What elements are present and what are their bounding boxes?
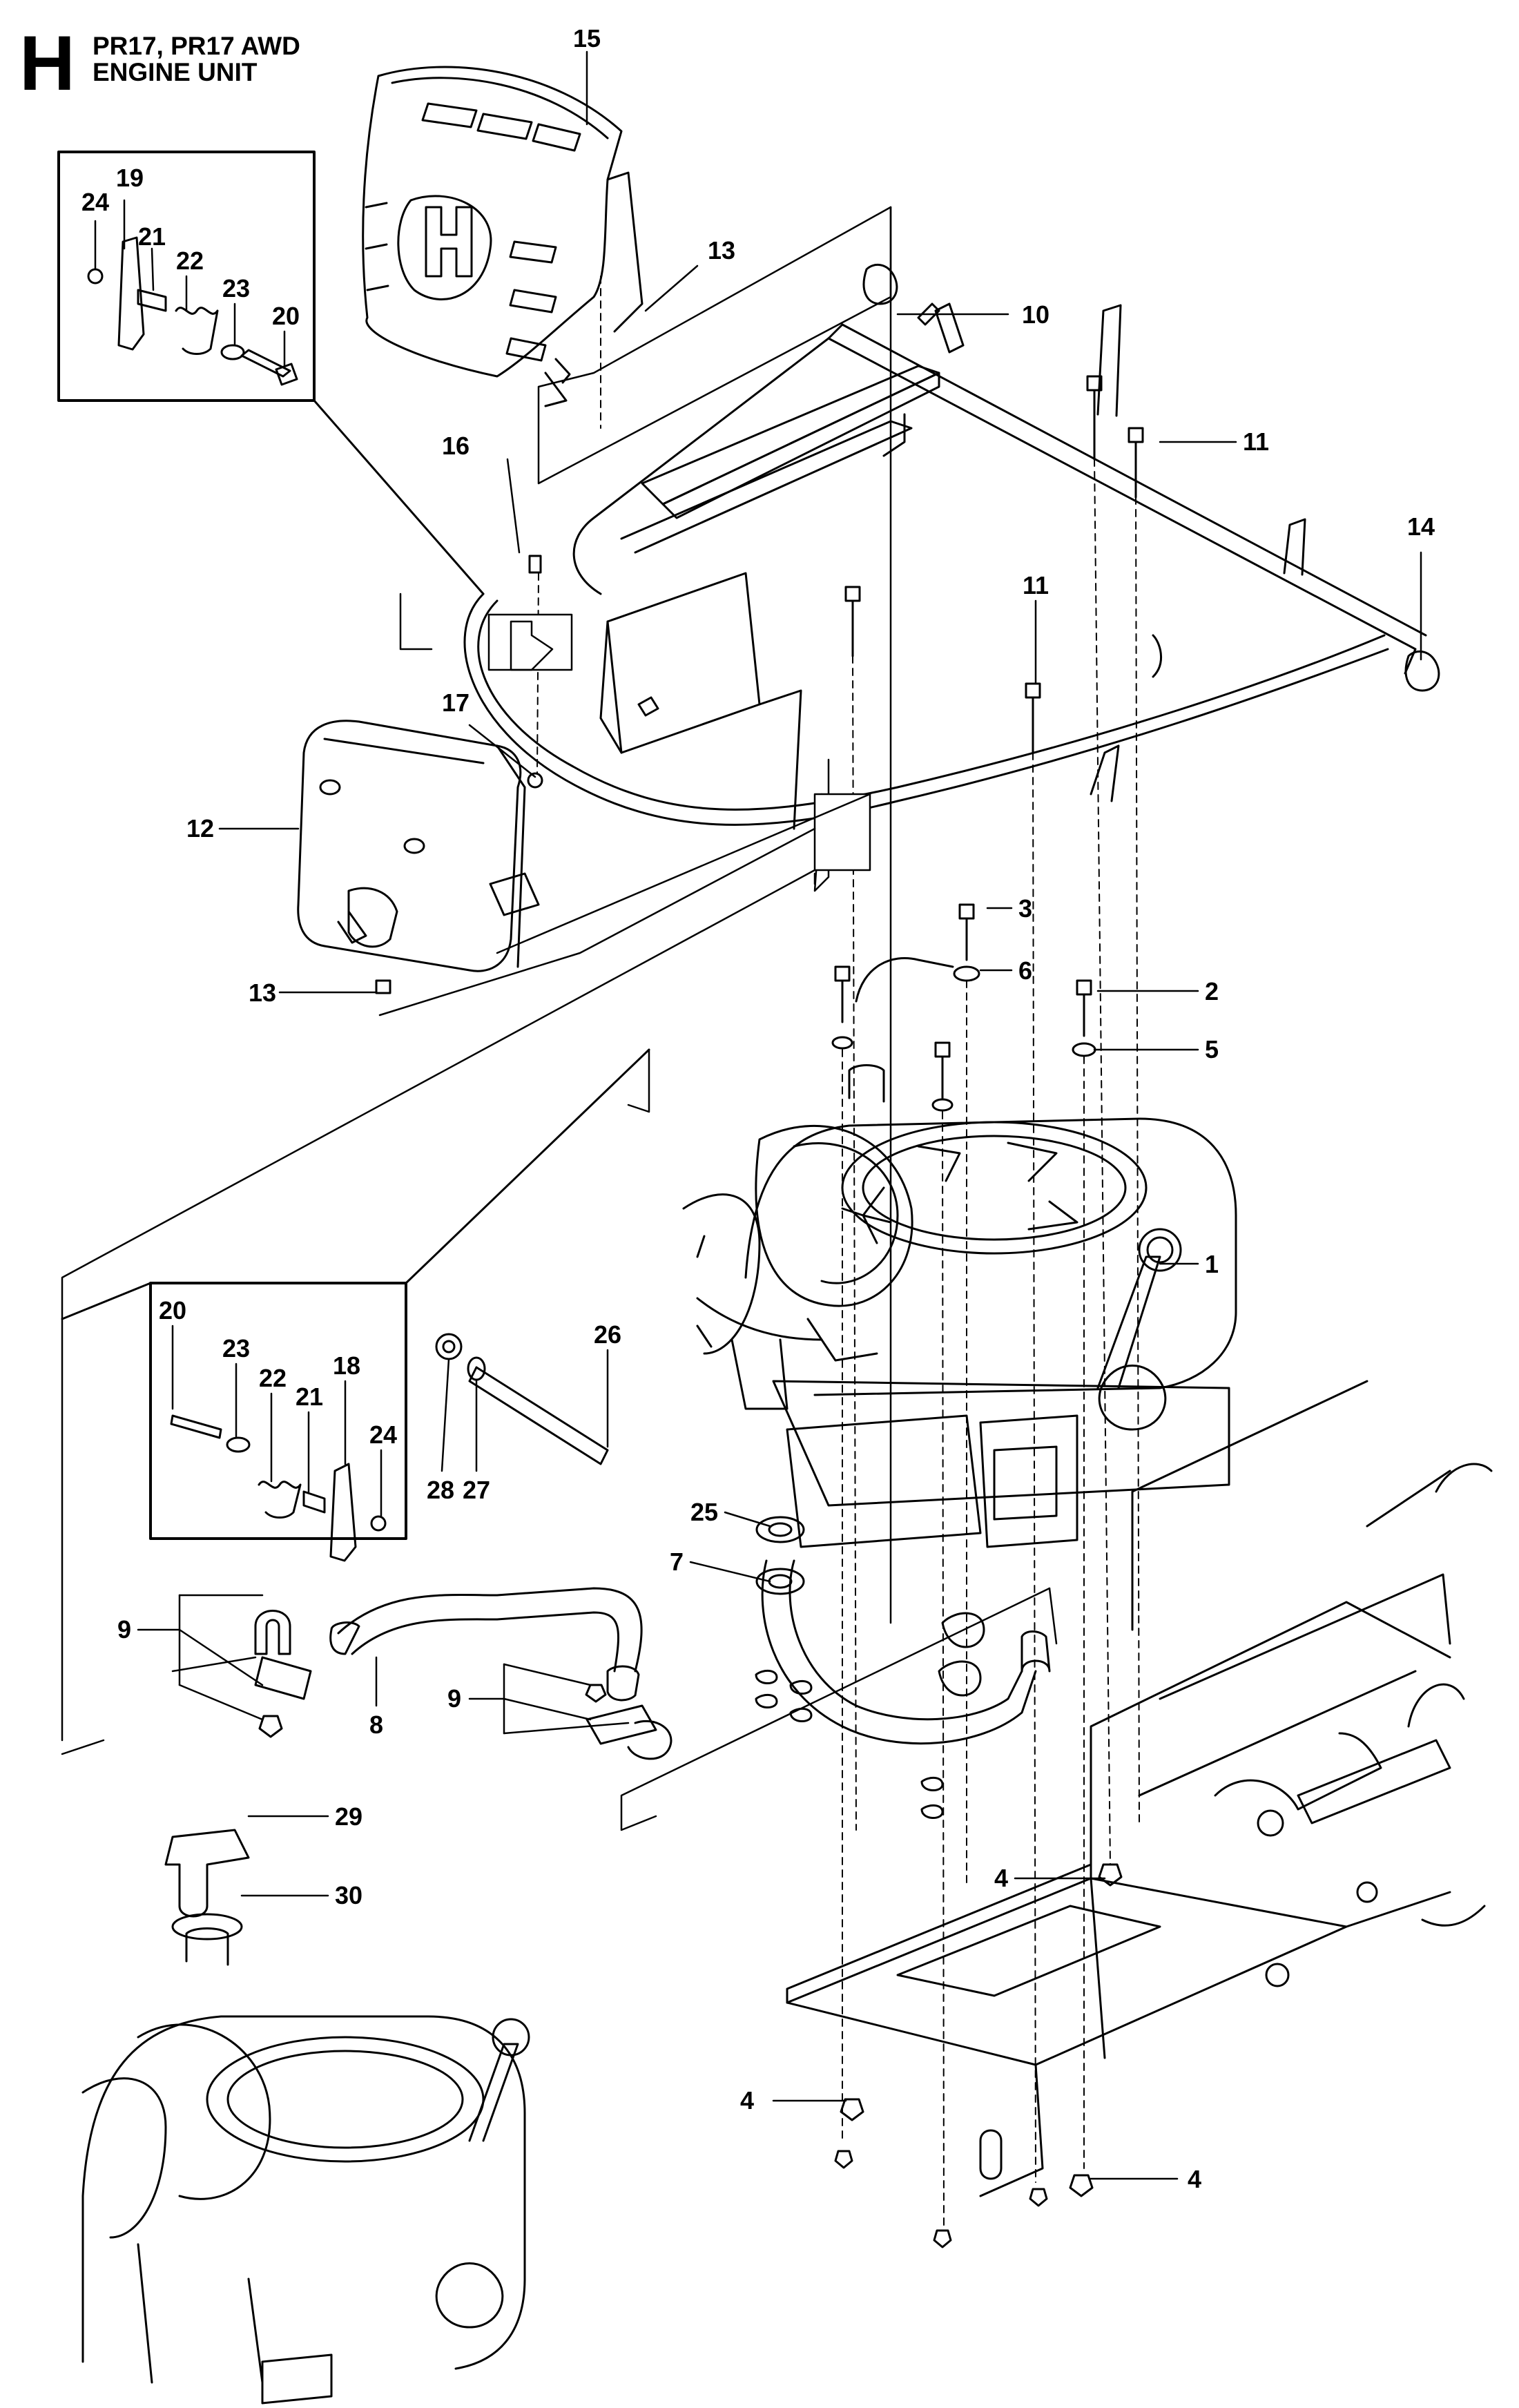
callout-20a: 20 <box>272 302 300 330</box>
chassis <box>786 1380 1493 2197</box>
callout-2: 2 <box>1205 977 1219 1005</box>
callout-30: 30 <box>335 1881 362 1909</box>
callout-22a: 22 <box>176 247 204 275</box>
callout-27: 27 <box>463 1476 490 1504</box>
callout-21a: 21 <box>138 222 166 251</box>
callout-4c: 4 <box>1188 2165 1201 2193</box>
dipstick-tube <box>435 1333 609 1465</box>
callout-28: 28 <box>427 1476 454 1504</box>
callout-4b: 4 <box>740 2086 754 2115</box>
callout-20b: 20 <box>159 1296 186 1325</box>
callout-21b: 21 <box>296 1383 323 1411</box>
callout-19: 19 <box>116 164 144 192</box>
callout-9b: 9 <box>447 1684 461 1713</box>
callout-25: 25 <box>690 1498 718 1526</box>
callout-13a: 13 <box>708 236 735 264</box>
unit-title: ENGINE UNIT <box>93 58 258 86</box>
callout-6: 6 <box>1018 956 1032 985</box>
callout-1: 1 <box>1205 1250 1219 1278</box>
callout-3: 3 <box>1018 894 1032 923</box>
section-letter: H <box>19 20 75 106</box>
callout-26: 26 <box>594 1320 621 1349</box>
callout-16: 16 <box>442 432 470 460</box>
callout-8: 8 <box>369 1711 383 1739</box>
callout-24b: 24 <box>369 1420 397 1449</box>
rear-frame <box>463 302 1440 830</box>
callout-11b: 11 <box>1023 571 1049 599</box>
callout-7: 7 <box>670 1548 684 1576</box>
callout-18: 18 <box>333 1351 360 1380</box>
callout-numbers: 15 19 24 21 22 23 20 13 10 11 14 16 11 1… <box>81 24 1435 2193</box>
hood-cover <box>362 66 644 407</box>
inset-box-top <box>57 151 485 595</box>
engine-assembly <box>682 1064 1237 1548</box>
inset-box-bottom <box>61 1048 650 1562</box>
callout-12: 12 <box>186 814 214 842</box>
hose-clamp-left <box>254 1610 312 1738</box>
model-title: PR17, PR17 AWD <box>93 32 300 60</box>
muffler <box>297 720 540 972</box>
callout-11a: 11 <box>1243 427 1269 456</box>
callout-24a: 24 <box>81 188 109 216</box>
callout-14: 14 <box>1407 512 1435 541</box>
callout-23b: 23 <box>222 1334 250 1362</box>
alignment-lines <box>536 276 1140 2231</box>
callout-22b: 22 <box>259 1364 287 1392</box>
engine-small <box>81 1829 530 2405</box>
callout-10: 10 <box>1022 300 1049 329</box>
callout-17: 17 <box>442 688 470 717</box>
callout-29: 29 <box>335 1802 362 1831</box>
leader-lines <box>94 50 1422 2180</box>
callout-9a: 9 <box>117 1615 131 1644</box>
callout-4a: 4 <box>994 1864 1008 1892</box>
construction-lines <box>61 206 1058 1831</box>
hose-clamp-right <box>585 1684 673 1760</box>
breather-hose <box>329 1587 643 1702</box>
callout-15: 15 <box>573 24 601 52</box>
callout-13b: 13 <box>249 979 276 1007</box>
callout-23a: 23 <box>222 274 250 302</box>
callout-5: 5 <box>1205 1035 1219 1063</box>
